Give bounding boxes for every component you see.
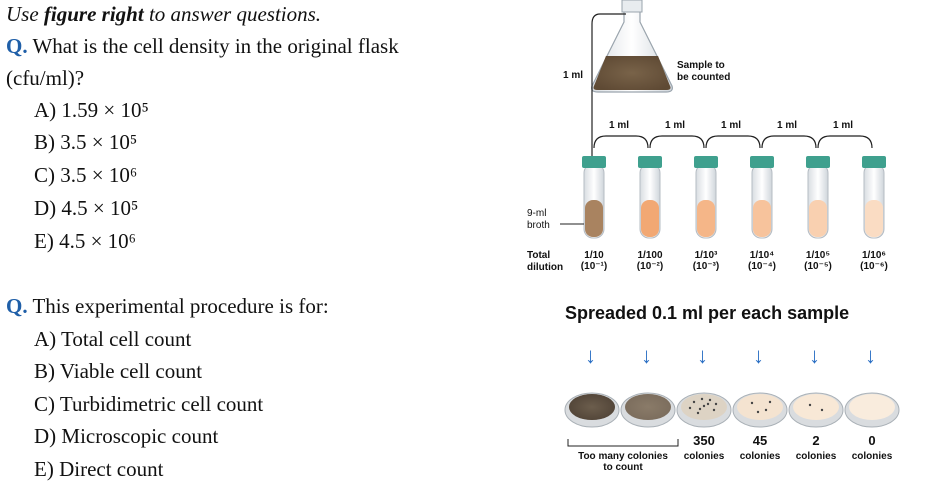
count-plate-4: 45 xyxy=(752,433,768,448)
dilution-label: dilution xyxy=(527,262,564,273)
down-arrow-icon: ↓ xyxy=(865,343,876,368)
dilution-3: 1/10³(10⁻³) xyxy=(692,250,720,272)
colonies-label-6: colonies xyxy=(851,451,893,462)
colonies-label-5: colonies xyxy=(795,451,837,462)
question-1-line-1: Q. What is the cell density in the origi… xyxy=(6,34,399,58)
intro-text: Use figure right to answer questions. xyxy=(6,2,322,26)
transfer-label-1: 1 ml xyxy=(609,120,630,131)
transfer-label-3: 1 ml xyxy=(721,120,742,131)
dilution-tubes xyxy=(582,156,886,239)
q1-option-b[interactable]: B) 3.5 × 10⁵ xyxy=(34,130,138,154)
count-plate-3: 350 xyxy=(693,433,715,448)
tube-1 xyxy=(582,156,606,239)
plate-5 xyxy=(788,392,844,428)
question-1-line-2: (cfu/ml)? xyxy=(6,66,85,90)
tube-6 xyxy=(862,156,886,239)
q2-option-c[interactable]: C) Turbidimetric cell count xyxy=(34,392,264,416)
sample-label-line-2: be counted xyxy=(677,72,731,83)
tube-3 xyxy=(694,156,718,239)
q1-option-d[interactable]: D) 4.5 × 10⁵ xyxy=(34,196,139,220)
transfer-arcs xyxy=(593,135,873,149)
broth-label-line-1: 9-ml xyxy=(527,208,547,219)
down-arrow-icon: ↓ xyxy=(697,343,708,368)
dilution-4: 1/10⁴(10⁻⁴) xyxy=(747,250,776,272)
too-many-bracket xyxy=(567,439,679,447)
transfer-label-4: 1 ml xyxy=(777,120,798,131)
colonies-label-4: colonies xyxy=(739,451,781,462)
q2-option-a[interactable]: A) Total cell count xyxy=(34,327,192,351)
tube-4 xyxy=(750,156,774,239)
plate-4 xyxy=(732,392,788,428)
sample-label-line-1: Sample to xyxy=(677,60,725,71)
flask-transfer-label: 1 ml xyxy=(563,70,584,81)
q1-option-a[interactable]: A) 1.59 × 10⁵ xyxy=(34,98,149,122)
down-arrow-icon: ↓ xyxy=(641,343,652,368)
dilution-5: 1/10⁵(10⁻⁵) xyxy=(804,250,832,272)
plate-6 xyxy=(844,392,900,428)
petri-plates xyxy=(564,392,900,428)
broth-label-line-2: broth xyxy=(527,220,550,231)
down-arrow-icon: ↓ xyxy=(753,343,764,368)
colonies-label-3: colonies xyxy=(683,451,725,462)
dilution-6: 1/10⁶(10⁻⁶) xyxy=(860,250,888,272)
question-2: Q. This experimental procedure is for: xyxy=(6,294,329,318)
spread-instruction: Spreaded 0.1 ml per each sample xyxy=(565,303,850,323)
q2-option-b[interactable]: B) Viable cell count xyxy=(34,359,203,383)
dilution-2: 1/100(10⁻²) xyxy=(636,250,664,272)
tube-5 xyxy=(806,156,830,239)
q1-option-c[interactable]: C) 3.5 × 10⁶ xyxy=(34,163,138,187)
transfer-label-5: 1 ml xyxy=(833,120,854,131)
flask-transfer-line xyxy=(591,13,626,160)
dilution-1: 1/10(10⁻¹) xyxy=(580,250,608,272)
transfer-label-2: 1 ml xyxy=(665,120,686,131)
count-plate-5: 2 xyxy=(812,433,820,448)
total-label: Total xyxy=(527,250,551,261)
down-arrow-icon: ↓ xyxy=(585,343,596,368)
q2-option-e[interactable]: E) Direct count xyxy=(34,457,164,481)
q2-option-d[interactable]: D) Microscopic count xyxy=(34,424,219,448)
plate-1 xyxy=(564,392,620,428)
tube-2 xyxy=(638,156,662,239)
sample-flask xyxy=(591,0,673,93)
down-arrow-icon: ↓ xyxy=(809,343,820,368)
plate-2 xyxy=(620,392,676,428)
plate-3 xyxy=(676,392,732,428)
count-plate-6: 0 xyxy=(868,433,876,448)
q1-option-e[interactable]: E) 4.5 × 10⁶ xyxy=(34,229,136,253)
